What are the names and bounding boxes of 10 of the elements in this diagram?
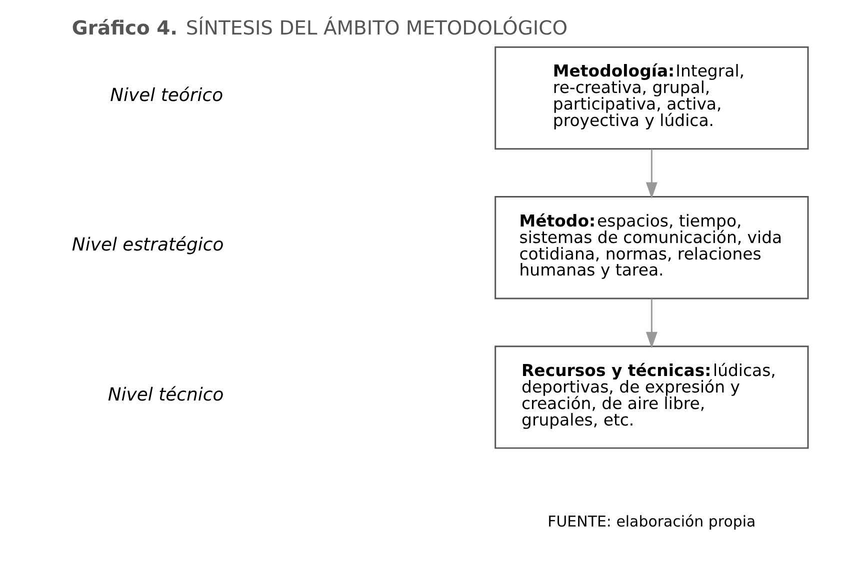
label: Nivel estratégico (71, 234, 224, 256)
node-box: Recursos y técnicas:lúdicas, deportivas, de expresión y creación, de aire libre, grupales, etc. (494, 346, 808, 449)
diagram-title: Gráfico 4. SÍNTESIS DEL ÁMBITO METODOLÓGICO (71, 16, 568, 40)
label: Nivel teórico (110, 85, 223, 106)
arrow (645, 298, 657, 348)
arrow (645, 149, 657, 199)
caption: FUENTE: elaboración propia (547, 512, 756, 531)
node-box: Método:espacios, tiempo, sistemas de comunicación, vida cotidiana, normas, relaciones humanas y tarea. (494, 196, 808, 300)
node-box: Metodología:Integral, re-creativa, grupal, participativa, activa, proyectiva y lúdica. (494, 46, 808, 150)
label: Nivel técnico (107, 384, 224, 406)
